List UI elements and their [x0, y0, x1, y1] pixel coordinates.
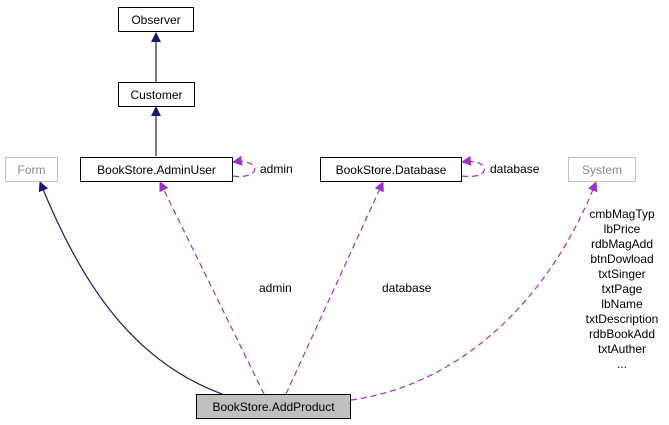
class-bookstore-addproduct-label: BookStore.AddProduct: [212, 399, 335, 414]
edge-adminuser-self-admin: [232, 155, 256, 178]
class-bookstore-database-label: BookStore.Database: [335, 162, 447, 177]
class-form[interactable]: Form: [5, 157, 58, 182]
system-member: rdbMagAdd: [590, 237, 654, 251]
edge-addproduct-uses-system: [350, 181, 598, 401]
system-member: lbPrice: [603, 222, 641, 236]
class-bookstore-adminuser-label: BookStore.AdminUser: [97, 162, 216, 177]
edge-addproduct-to-form: [38, 181, 223, 395]
class-observer[interactable]: Observer: [118, 7, 194, 32]
class-bookstore-database[interactable]: BookStore.Database: [320, 157, 462, 182]
class-system[interactable]: System: [568, 157, 636, 182]
class-system-label: System: [581, 162, 622, 177]
edge-label-admin-self: admin: [260, 162, 293, 176]
system-member: rdbBookAdd: [588, 327, 656, 341]
edge-database-self-database: [461, 155, 486, 178]
system-members-list: cmbMagTyp lbPrice rdbMagAdd btnDowload t…: [576, 207, 668, 372]
class-bookstore-addproduct[interactable]: BookStore.AddProduct: [196, 394, 351, 419]
edge-label-admin-usage: admin: [259, 281, 292, 295]
system-member: cmbMagTyp: [589, 207, 655, 221]
edge-addproduct-uses-database: [285, 181, 384, 395]
edge-label-database-self: database: [490, 162, 540, 176]
system-member: txtSinger: [598, 267, 646, 281]
class-bookstore-adminuser[interactable]: BookStore.AdminUser: [80, 157, 233, 182]
system-member: txtAuther: [597, 342, 647, 356]
system-member-ellipsis: ...: [616, 357, 627, 371]
class-observer-label: Observer: [131, 12, 181, 27]
system-member: lbName: [601, 297, 643, 311]
system-member: txtDescription: [585, 312, 659, 326]
class-customer-label: Customer: [130, 87, 183, 102]
class-form-label: Form: [17, 162, 46, 177]
edge-addproduct-uses-adminuser: [159, 181, 265, 395]
system-member: txtPage: [601, 282, 643, 296]
system-member: btnDowload: [590, 252, 654, 266]
edge-label-database-usage: database: [382, 281, 432, 295]
class-customer[interactable]: Customer: [118, 82, 195, 107]
